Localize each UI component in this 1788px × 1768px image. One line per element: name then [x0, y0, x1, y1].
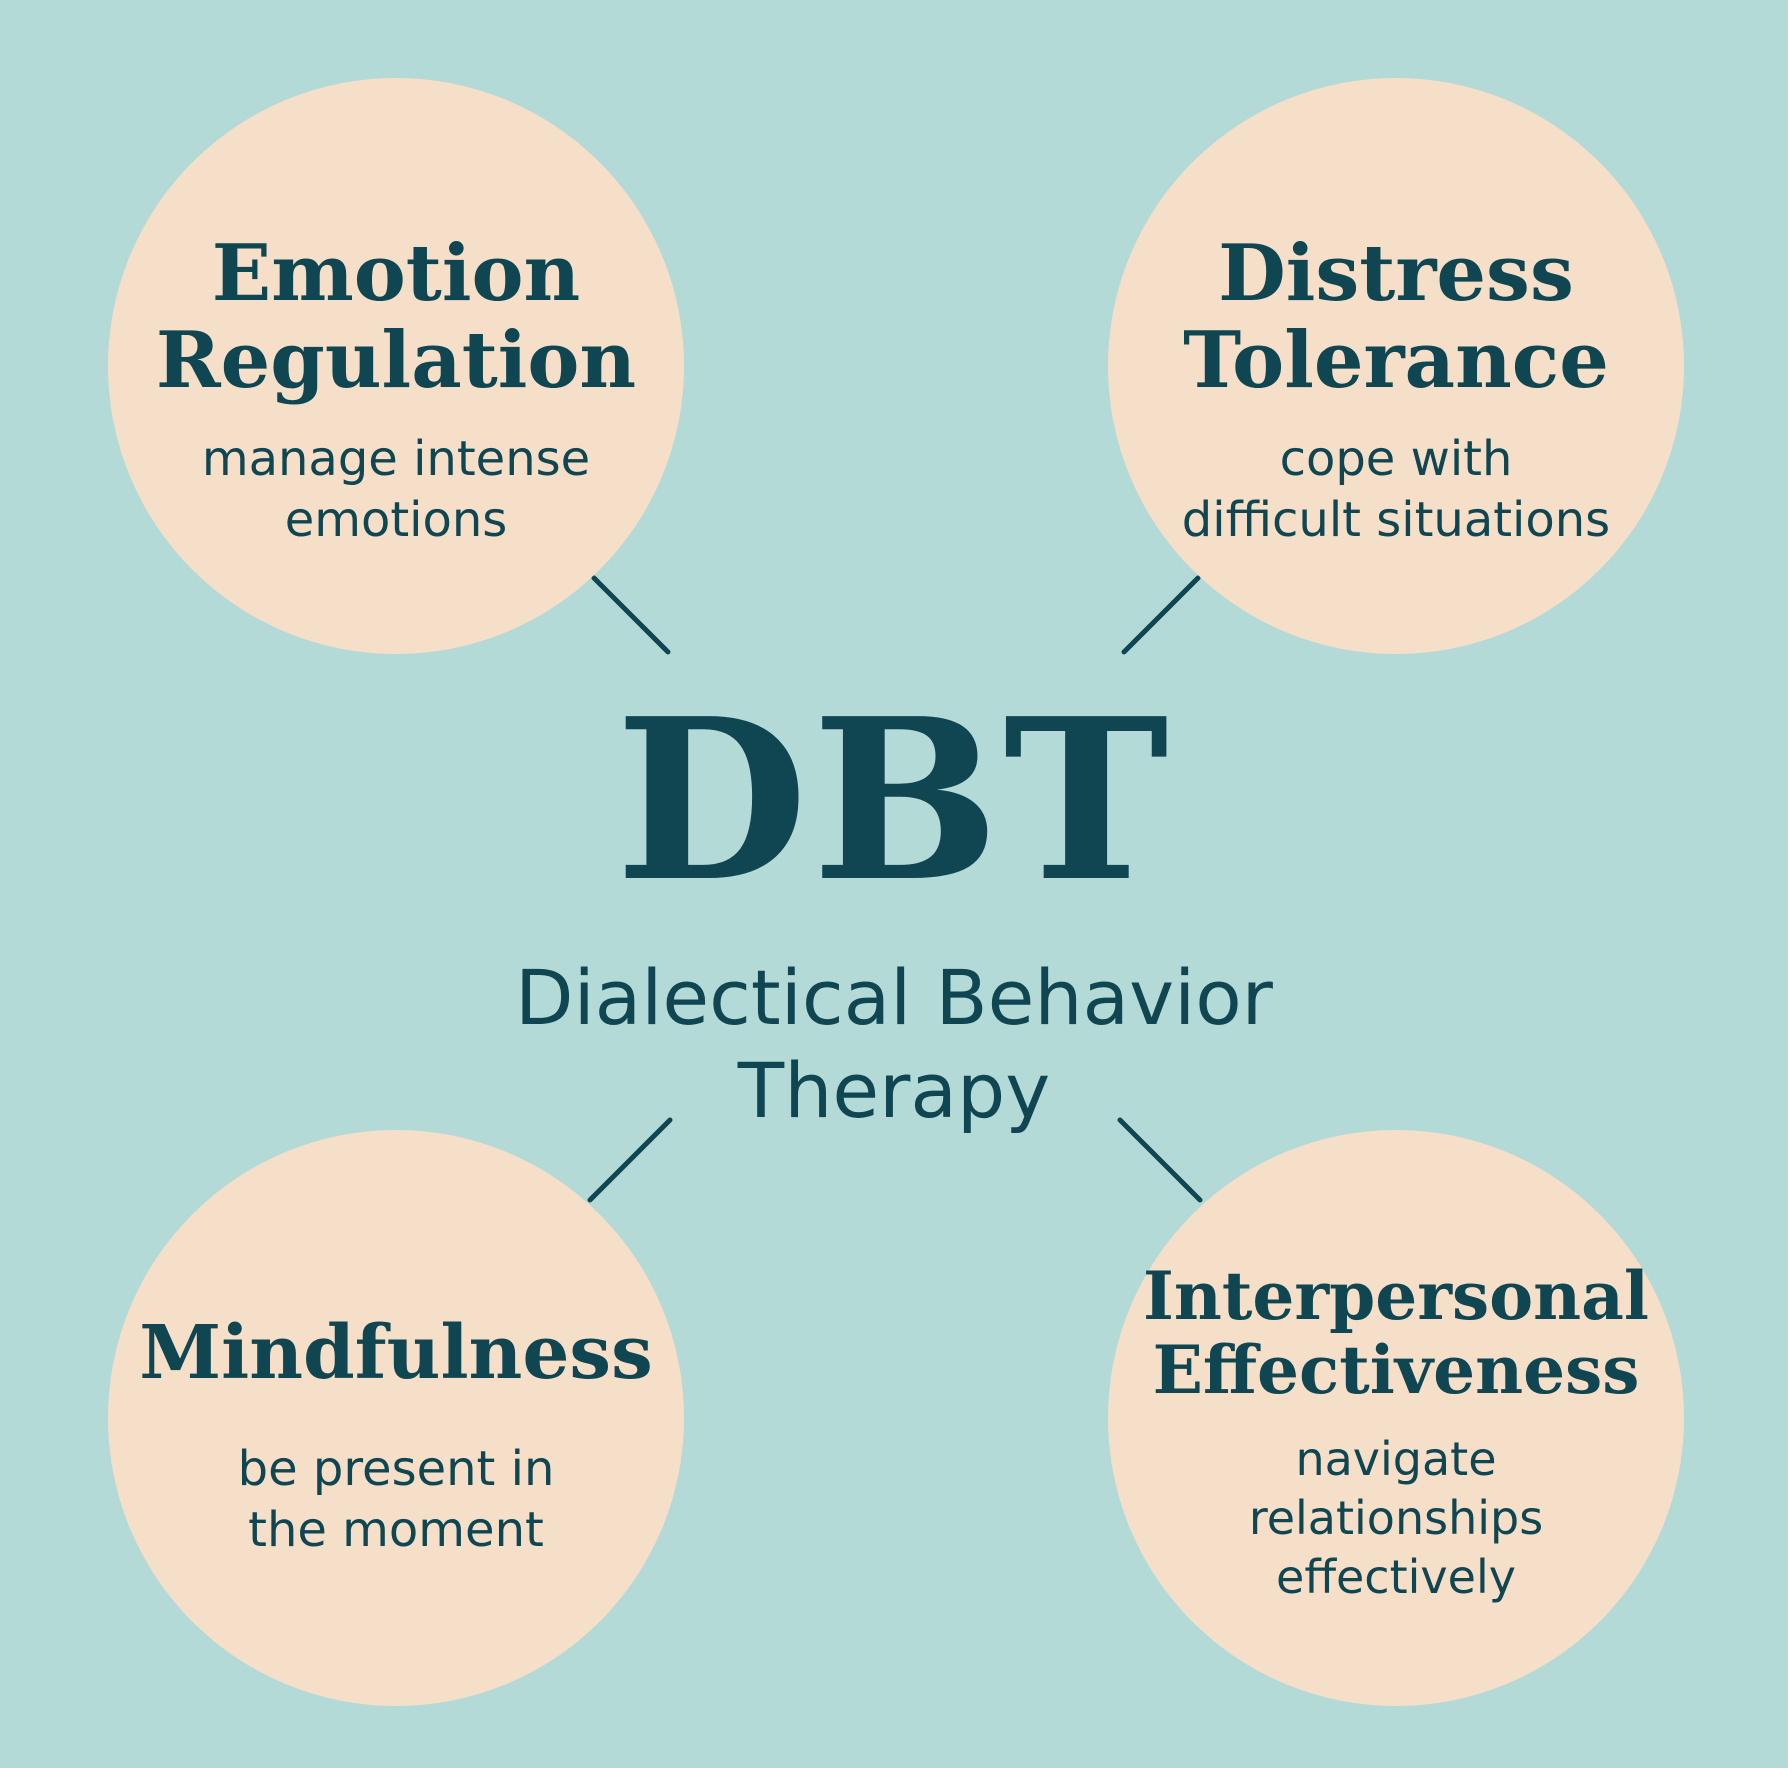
subtitle-line: Therapy: [737, 1045, 1051, 1135]
title-line: Tolerance: [1183, 315, 1609, 407]
mindfulness-description: be present in the moment: [238, 1439, 555, 1562]
mindfulness-circle: Mindfulness be present in the moment: [108, 1130, 684, 1706]
connector-interpersonal-effectiveness: [1117, 1117, 1203, 1203]
description-line: effectively: [1276, 1549, 1516, 1604]
description-line: difficult situations: [1181, 492, 1611, 549]
title-line: Effectiveness: [1152, 1330, 1640, 1409]
title-line: Distress: [1218, 228, 1574, 319]
dbt-acronym: DBT: [615, 671, 1173, 931]
connector-emotion-regulation: [591, 575, 671, 655]
title-line: Interpersonal: [1142, 1257, 1650, 1335]
description-line: navigate: [1295, 1431, 1497, 1486]
description-line: emotions: [284, 492, 508, 549]
title-line: Mindfulness: [139, 1310, 653, 1396]
description-line: the moment: [248, 1502, 544, 1559]
connector-mindfulness: [587, 1117, 673, 1203]
interpersonal-effectiveness-title: Interpersonal Effectiveness: [1142, 1257, 1650, 1409]
dbt-center-label: DBT Dialectical Behavior Therapy: [394, 690, 1394, 1137]
distress-tolerance-title: Distress Tolerance: [1183, 230, 1609, 405]
title-line: Emotion: [211, 228, 581, 319]
title-line: Regulation: [155, 315, 637, 407]
distress-tolerance-description: cope with difficult situations: [1182, 429, 1610, 552]
dbt-full-name: Dialectical Behavior Therapy: [394, 952, 1394, 1137]
connector-distress-tolerance: [1121, 575, 1201, 655]
description-line: be present in: [237, 1440, 555, 1497]
description-line: cope with: [1279, 430, 1513, 487]
emotion-regulation-description: manage intense emotions: [202, 429, 590, 552]
emotion-regulation-title: Emotion Regulation: [156, 230, 636, 405]
interpersonal-effectiveness-circle: Interpersonal Effectiveness navigate rel…: [1108, 1130, 1684, 1706]
interpersonal-effectiveness-description: navigate relationships effectively: [1249, 1430, 1543, 1607]
distress-tolerance-circle: Distress Tolerance cope with difficult s…: [1108, 78, 1684, 654]
subtitle-line: Dialectical Behavior: [515, 953, 1273, 1042]
mindfulness-title: Mindfulness: [139, 1312, 653, 1395]
description-line: manage intense: [201, 430, 591, 487]
description-line: relationships: [1248, 1490, 1544, 1545]
emotion-regulation-circle: Emotion Regulation manage intense emotio…: [108, 78, 684, 654]
